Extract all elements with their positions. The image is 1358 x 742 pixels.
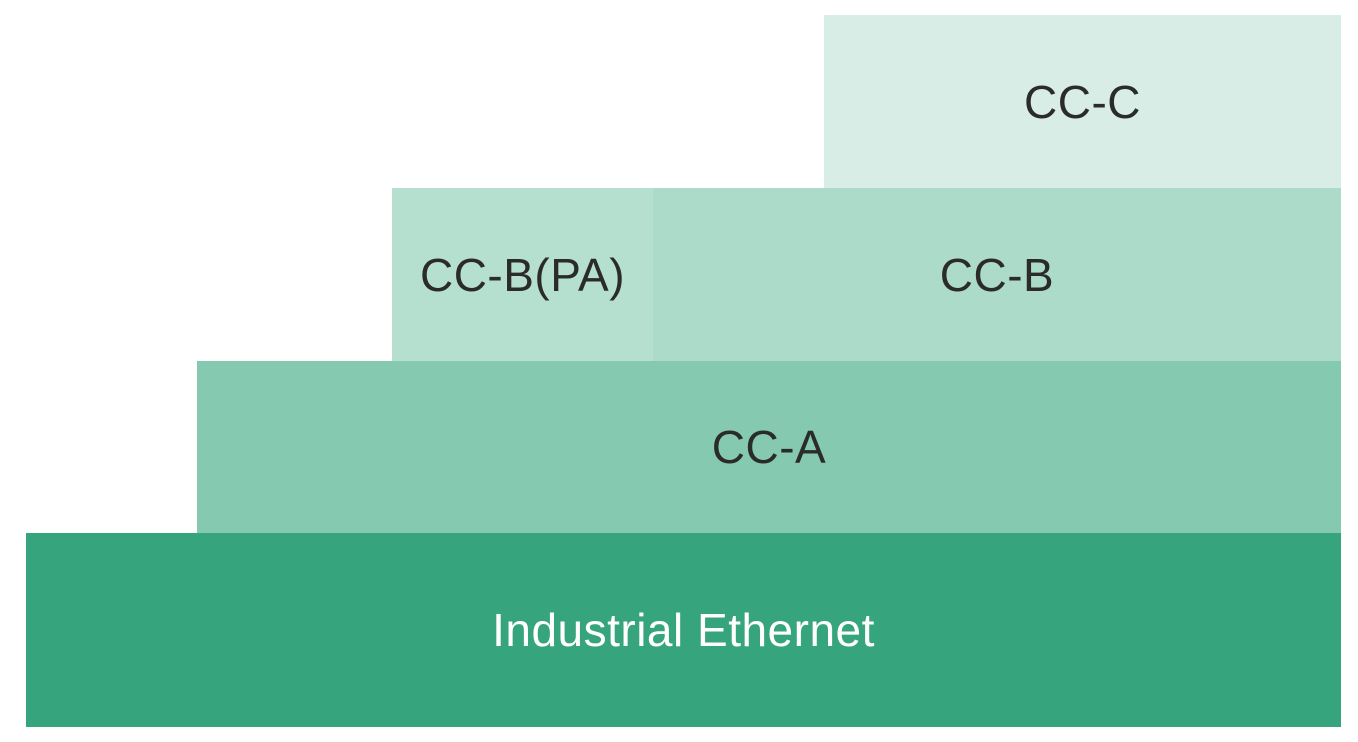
cc-b-label: CC-B: [939, 248, 1055, 301]
industrial-ethernet-label: Industrial Ethernet: [492, 604, 875, 656]
cc-b-pa-layer: CC-B(PA): [392, 188, 653, 361]
cc-b-pa-label: CC-B(PA): [419, 248, 626, 301]
cc-c-label: CC-C: [1024, 75, 1141, 128]
cc-c-layer: CC-C: [824, 15, 1341, 188]
industrial-ethernet-layer: Industrial Ethernet: [26, 533, 1341, 727]
cc-b-layer: CC-B: [653, 188, 1341, 361]
cc-a-label: CC-A: [711, 421, 827, 473]
cc-a-layer: CC-A: [197, 361, 1341, 533]
